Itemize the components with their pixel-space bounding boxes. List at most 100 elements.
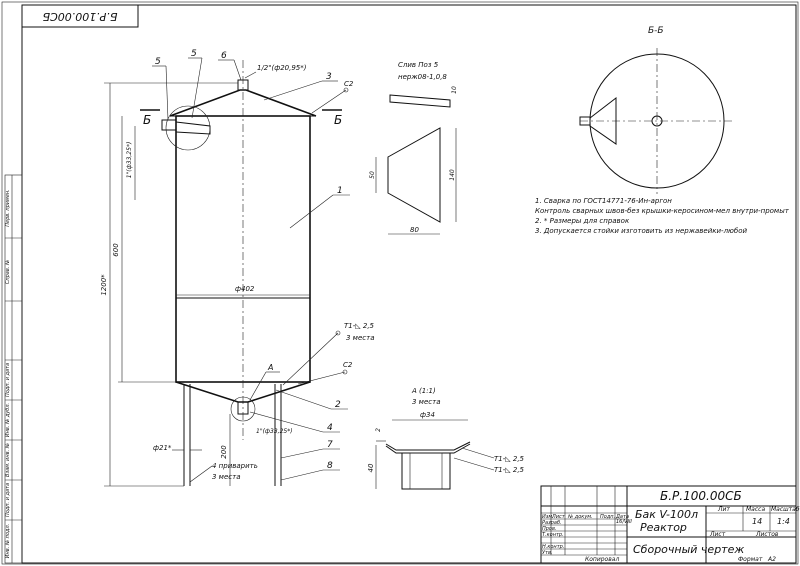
drain-detail: Слив Поз 5 нерж08-1,0,8 10 50 140 80 (369, 61, 458, 235)
svg-text:1: 1 (337, 186, 343, 196)
note-legs: 4 приварить (212, 462, 258, 470)
dim-diam-402: ф402 (235, 285, 255, 293)
section-letter-right: Б (334, 113, 342, 127)
drain-dim-50: 50 (369, 171, 376, 179)
callout-5b: 5 (188, 49, 203, 119)
stamp-sprav-no: Справ. № (5, 260, 11, 284)
tb-header-podp: Подп. (600, 514, 615, 520)
svg-text:А: А (267, 363, 273, 372)
tb-scale-value: 1:4 (777, 517, 790, 526)
stamp-inv-podl: Инв. № подл. (5, 524, 11, 559)
svg-text:3: 3 (326, 72, 332, 82)
tb-header-data: Дата (615, 514, 629, 520)
svg-text:6: 6 (221, 51, 227, 61)
tb-code: Б.Р.100.00СБ (660, 489, 742, 503)
dim-diam-21: ф21* (153, 444, 172, 452)
note-1: 1. Сварка по ГОСТ14771-76-Ин-аргон (535, 197, 672, 205)
drain-funnel (387, 127, 441, 223)
svg-text:7: 7 (327, 440, 333, 450)
svg-text:Т1-◺ 2,5: Т1-◺ 2,5 (344, 322, 375, 330)
detail-a-title: А (1:1) (411, 387, 436, 395)
title-block: Изм. Лист № докум. Подп. Дата 16/VIII Ра… (540, 485, 800, 564)
svg-text:8: 8 (327, 461, 333, 471)
note-2: 2. * Размеры для справок (535, 217, 630, 225)
tb-doc-type: Сборочный чертеж (633, 543, 744, 556)
svg-text:2: 2 (335, 400, 341, 410)
drain-zone-circle (165, 105, 211, 151)
stamp-podp-data-2: Подп. и дата (5, 483, 11, 517)
tb-sheet-label: Лист (709, 531, 726, 538)
tb-row-tkontr: Т.контр. (542, 532, 564, 538)
section-letter-left: Б (143, 113, 151, 127)
svg-text:3 места: 3 места (346, 334, 374, 342)
drain-dim-80: 80 (410, 226, 419, 234)
dim-200: 200 (220, 445, 228, 459)
stamp-vzam-inv: Взам. инв. № (5, 443, 11, 477)
side-stamp: Перв. примен. Справ. № Подп. и дата Инв.… (4, 174, 23, 564)
stamp-podp-data: Подп. и дата (5, 363, 11, 397)
tb-row-razrab: Разраб. (542, 520, 562, 526)
detail-a-pipe (401, 452, 451, 490)
top-code: Б.Р.100.00СБ (43, 10, 118, 23)
tb-header-izm: Изм. (542, 514, 554, 520)
thread-bottom: 1"(ф33,25*) (256, 428, 293, 435)
callout-3: 3 (263, 72, 338, 101)
detail-a: А (1:1) 3 места ф34 40 2 Т1-◺ 2,5 Т1-◺ 2… (367, 387, 525, 490)
weld-t1: Т1-◺ 2,5 3 места (282, 322, 375, 386)
callout-1: 1 (289, 186, 350, 229)
svg-text:С2: С2 (343, 361, 353, 369)
notes: 1. Сварка по ГОСТ14771-76-Ин-аргон Контр… (535, 197, 790, 235)
tb-mass-value: 14 (752, 517, 762, 526)
tb-col-mass: Масса (746, 506, 765, 513)
callout-7: 7 (280, 440, 340, 459)
tb-copied: Копировал (585, 556, 619, 563)
detail-a-dim-40: 40 (367, 463, 375, 472)
tb-row-utv: Утв. (542, 550, 553, 556)
weld-c2-bottom: С2 (297, 361, 353, 385)
callout-5a: 5 (152, 57, 169, 121)
tb-header-list: Лист (551, 514, 566, 520)
svg-text:5: 5 (155, 57, 161, 67)
drain-material: нерж08-1,0,8 (398, 73, 447, 81)
dim-600: 600 (112, 243, 120, 257)
tb-row-nkontr: Н.контр. (542, 544, 564, 550)
bottom-nozzle (237, 401, 249, 415)
weld-c2-top: С2 (311, 80, 354, 114)
detail-a-dim-2: 2 (375, 428, 382, 432)
side-drain-nozzle (161, 119, 177, 131)
detail-a-diam-34: ф34 (420, 411, 435, 419)
main-view: Б Б 1200* 600 1"(ф33,25*) ф402 200 ф21* … (100, 49, 375, 487)
tb-row-prov: Пров. (542, 526, 557, 532)
tb-name-line1: Бак V-100л (635, 508, 698, 521)
detail-a-circle (230, 396, 256, 422)
note-legs-places: 3 места (212, 473, 240, 481)
detail-a-places: 3 места (412, 398, 440, 406)
section-bb-label: Б-Б (648, 26, 664, 36)
svg-text:5: 5 (191, 49, 197, 59)
detail-a-marker: А (249, 363, 280, 401)
detail-a-flange (385, 441, 471, 451)
detail-a-weld-1: Т1-◺ 2,5 (494, 455, 525, 463)
tb-format-value: А2 (767, 556, 776, 563)
svg-text:С2: С2 (344, 80, 354, 88)
tb-sheets-label: Листов (755, 531, 779, 538)
tb-col-scale: Масштаб (771, 506, 800, 513)
svg-text:4: 4 (327, 423, 333, 433)
section-bb: Б-Б (579, 26, 734, 194)
stamp-inv-dubl: Инв. № дубл. (5, 403, 11, 437)
drain-dim-140: 140 (449, 169, 456, 181)
tb-name-line2: Реактор (640, 521, 687, 534)
tb-col-lit: Лит (717, 506, 730, 513)
top-code-box: Б.Р.100.00СБ (21, 4, 139, 28)
section-bb-nozzle (579, 116, 591, 126)
callout-8: 8 (280, 461, 340, 481)
drain-strip (389, 94, 451, 108)
detail-a-weld-2: Т1-◺ 2,5 (494, 466, 525, 474)
dim-1200: 1200* (100, 274, 108, 296)
callout-2: 2 (275, 389, 348, 410)
callout-4: 4 (249, 411, 340, 433)
note-1b: Контроль сварных швов-без крышки-керосин… (535, 207, 790, 215)
drain-title: Слив Поз 5 (398, 61, 439, 69)
